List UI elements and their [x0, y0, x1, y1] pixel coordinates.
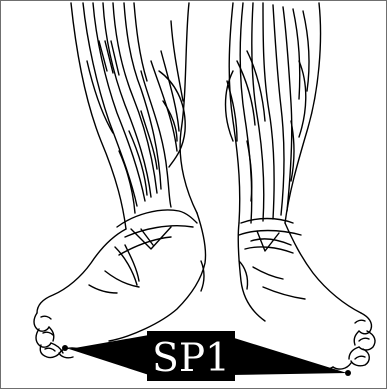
sp1-point-left: [62, 345, 68, 351]
left-leg: [71, 3, 197, 229]
sp1-label: SP1: [152, 336, 230, 381]
sp1-point-right: [345, 370, 351, 376]
sp1-callout: SP1: [62, 331, 351, 381]
right-leg: [226, 3, 321, 223]
pointer-right: [231, 337, 347, 375]
